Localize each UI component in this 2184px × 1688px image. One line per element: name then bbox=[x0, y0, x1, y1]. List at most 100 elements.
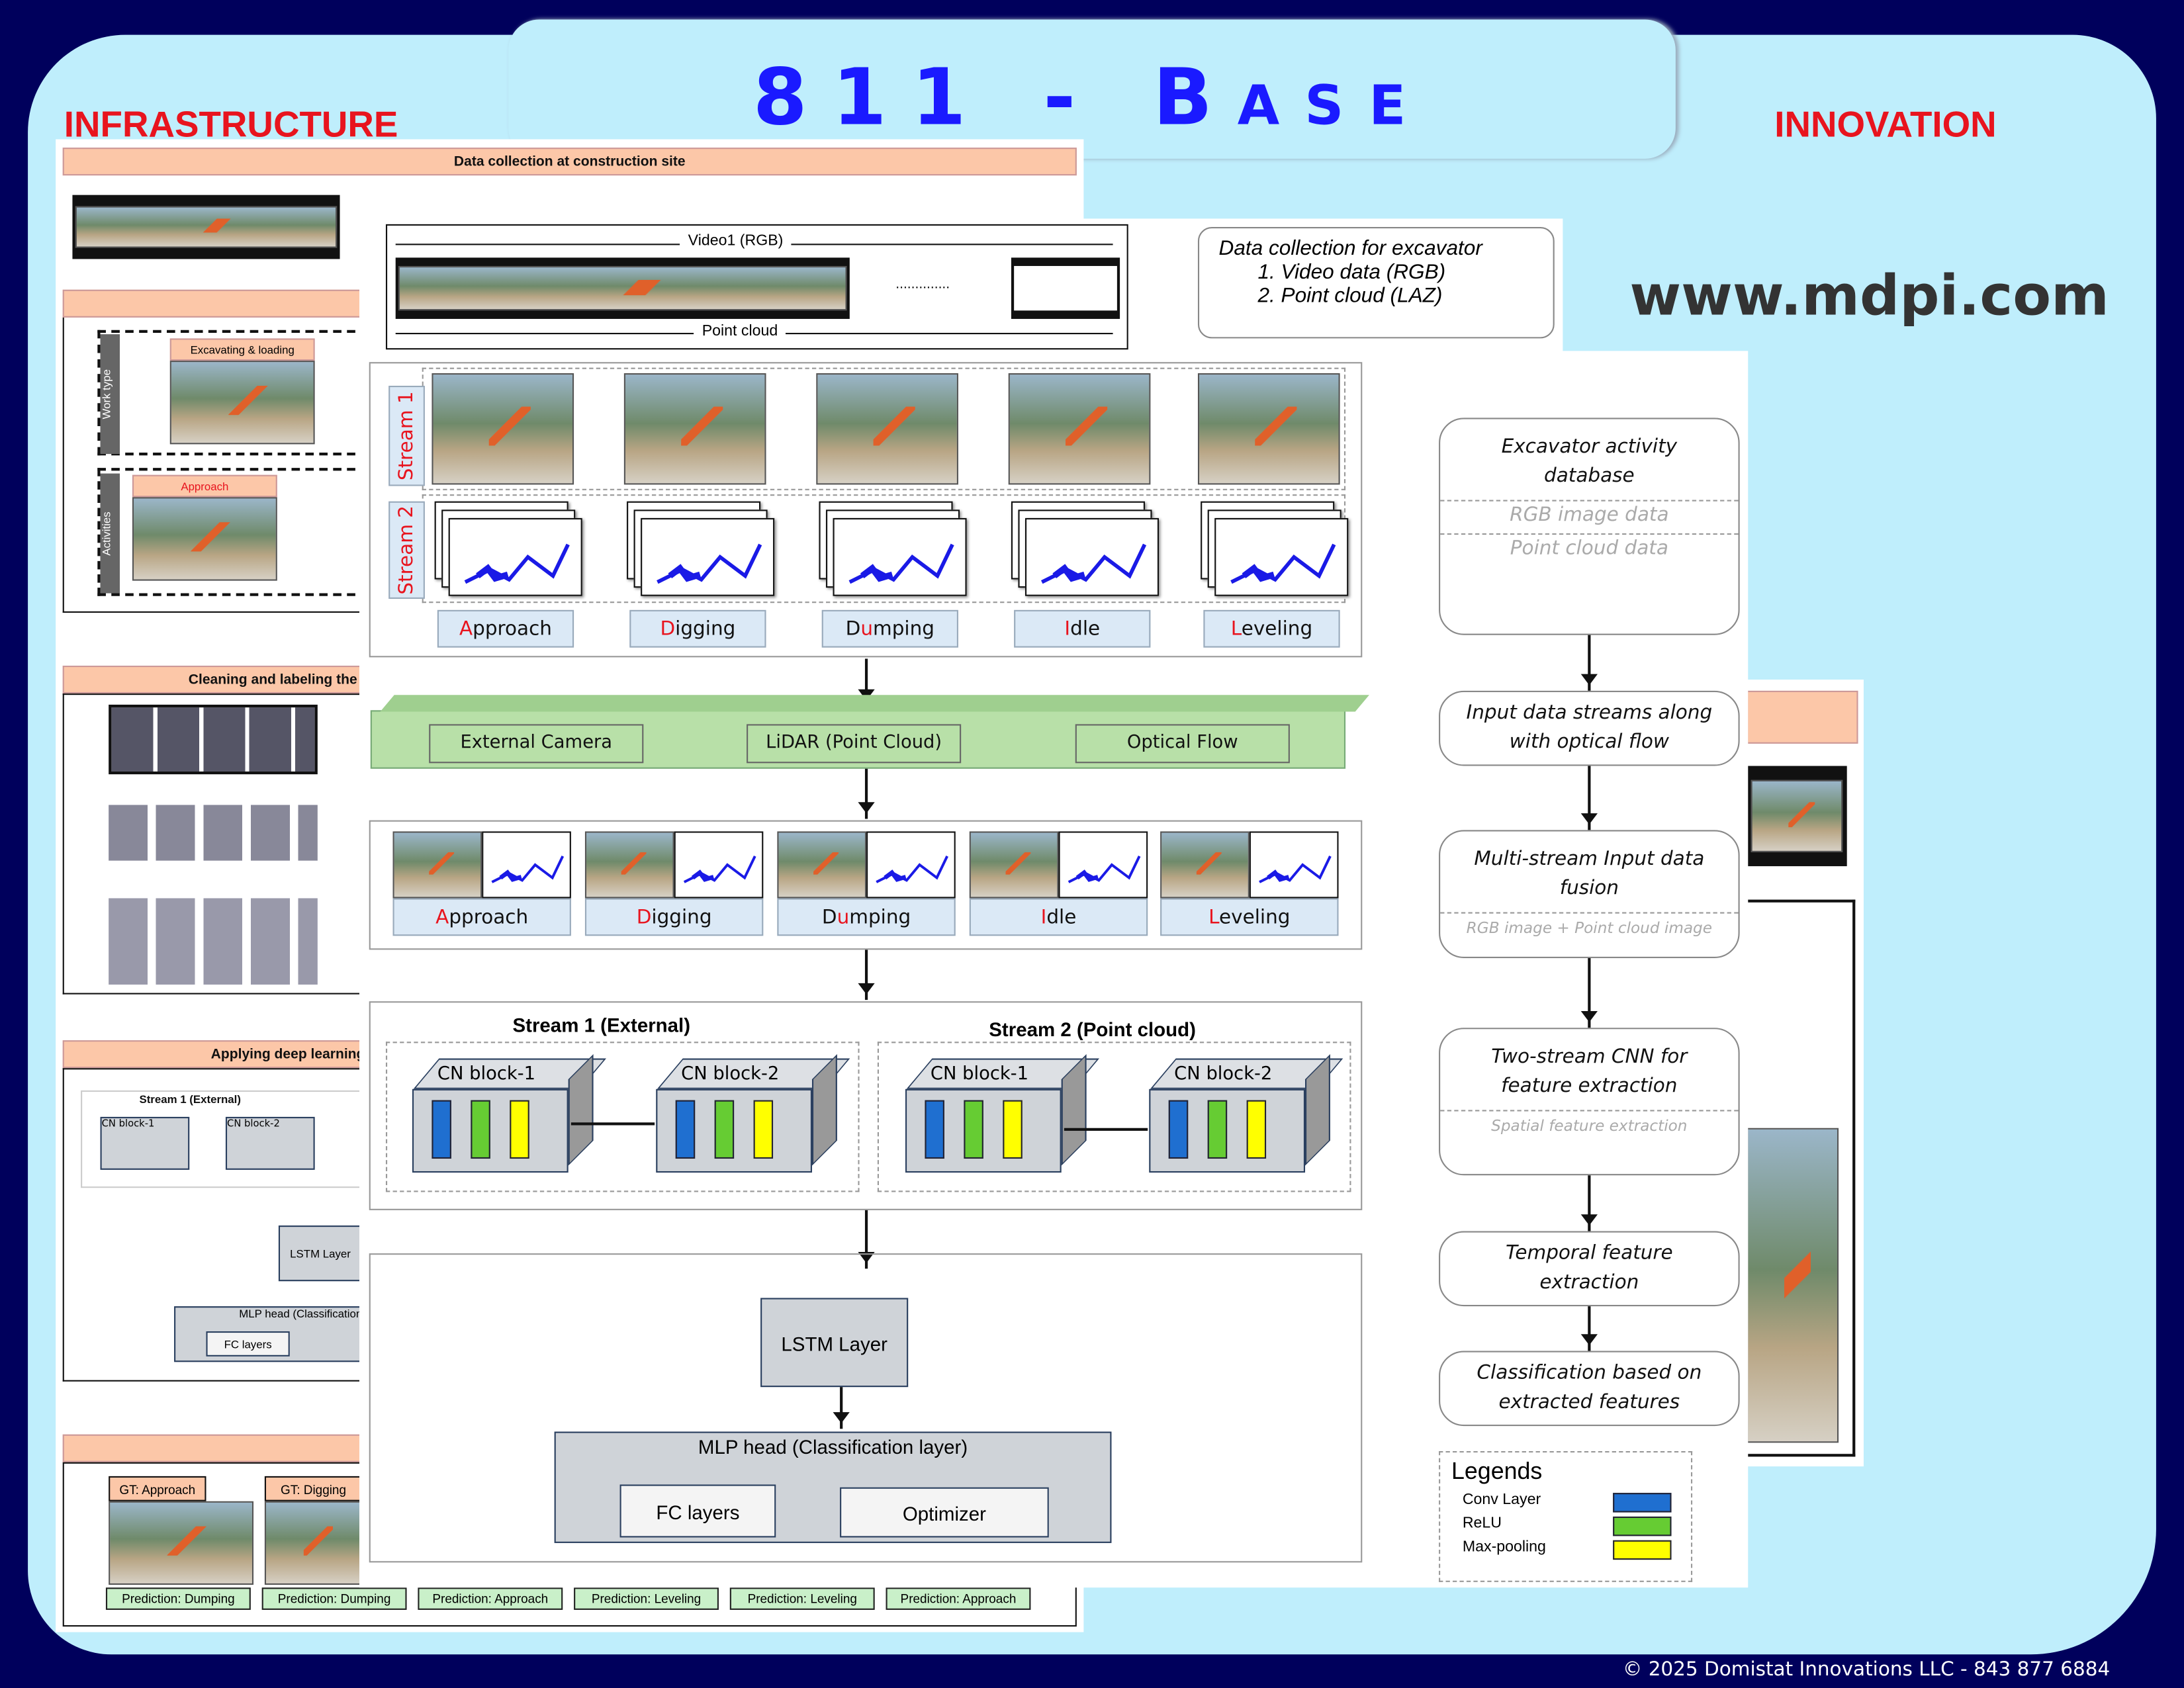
copyright: © 2025 Domistat Innovations LLC - 843 87… bbox=[1622, 1658, 2111, 1681]
flow-arrow bbox=[1580, 957, 1598, 1028]
legend-item: Max-pooling bbox=[1440, 1539, 1691, 1563]
prediction-label: Prediction: Dumping bbox=[105, 1587, 251, 1610]
flow-arrow bbox=[1580, 635, 1598, 691]
legend-item: Conv Layer bbox=[1440, 1491, 1691, 1515]
fc-layers: FC layers bbox=[206, 1331, 290, 1356]
section-title: Applying deep learning bbox=[62, 1040, 372, 1069]
flow-arrow bbox=[1580, 1175, 1598, 1231]
fc-layers: FC layers bbox=[619, 1484, 776, 1538]
connector-arrow bbox=[570, 1122, 655, 1126]
collection-item: 1. Video data (RGB) bbox=[1257, 260, 1446, 285]
prediction-label: Prediction: Approach bbox=[886, 1587, 1031, 1610]
conv-layer bbox=[675, 1100, 696, 1159]
point-cloud-frame bbox=[833, 517, 967, 596]
fused-rgb bbox=[969, 831, 1059, 899]
section-title: Cleaning and labeling the i bbox=[62, 665, 372, 694]
flow-arrow bbox=[858, 950, 875, 1000]
approach-label: Approach bbox=[132, 474, 277, 498]
cn-block: CN block-2 bbox=[225, 1116, 315, 1170]
activity-label-dmping: Dumping bbox=[821, 609, 958, 648]
legend-swatch bbox=[1613, 1493, 1672, 1513]
excavating-label: Excavating & loading bbox=[169, 338, 315, 361]
fused-label: Approach bbox=[392, 898, 571, 936]
fused-label: Leveling bbox=[1160, 898, 1339, 936]
stream1-title: Stream 1 (External) bbox=[512, 1014, 691, 1036]
gt-label: GT: Approach bbox=[109, 1476, 206, 1501]
max-pooling-layer bbox=[753, 1100, 774, 1159]
activity-label-digging: Digging bbox=[629, 609, 766, 648]
fused-rgb bbox=[1160, 831, 1250, 899]
data-collection-figure: Video1 (RGB) .............. Point cloud … bbox=[359, 218, 1563, 358]
activity-label-idle: Idle bbox=[1014, 609, 1151, 648]
flow-step: Classification based on extracted featur… bbox=[1439, 1351, 1740, 1427]
collection-title: Data collection for excavator bbox=[1218, 236, 1482, 261]
fused-point-cloud bbox=[482, 831, 571, 899]
title-tab bbox=[508, 19, 1676, 159]
video-label: Video1 (RGB) bbox=[680, 232, 792, 249]
website-link[interactable]: www.mdpi.com bbox=[1629, 264, 2109, 329]
prediction-label: Prediction: Leveling bbox=[729, 1587, 875, 1610]
flow-arrow bbox=[833, 1387, 850, 1429]
fused-label: Digging bbox=[584, 898, 764, 936]
fused-point-cloud bbox=[674, 831, 764, 899]
ellipsis: .............. bbox=[895, 277, 950, 292]
prediction-label: Prediction: Dumping bbox=[261, 1587, 407, 1610]
relu-layer bbox=[471, 1100, 490, 1159]
lstm-layer: LSTM Layer bbox=[278, 1225, 363, 1282]
flow-step-sub: Point cloud data bbox=[1440, 533, 1739, 564]
collection-item: 2. Point cloud (LAZ) bbox=[1257, 284, 1443, 308]
fused-label: Idle bbox=[969, 898, 1148, 936]
section-title: Data collection at construction site bbox=[62, 148, 1077, 176]
max-pooling-layer bbox=[1003, 1100, 1023, 1159]
fused-point-cloud bbox=[1058, 831, 1148, 899]
input-external-camera: External Camera bbox=[429, 724, 644, 764]
flow-step-sub: RGB image + Point cloud image bbox=[1440, 912, 1739, 943]
point-cloud-frame bbox=[448, 517, 582, 596]
fused-point-cloud bbox=[1249, 831, 1339, 899]
flow-step-sub: RGB image data bbox=[1440, 500, 1739, 531]
legend-item: ReLU bbox=[1440, 1515, 1691, 1539]
flow-step-title: Temporal feature extraction bbox=[1506, 1242, 1673, 1294]
optimizer: Optimizer bbox=[840, 1487, 1049, 1538]
connector-arrow bbox=[1064, 1128, 1148, 1131]
relu-layer bbox=[714, 1100, 735, 1159]
cn-block-label: CN block-2 bbox=[1174, 1063, 1273, 1085]
rgb-frame bbox=[816, 373, 958, 485]
stream2-title: Stream 2 (Point cloud) bbox=[989, 1018, 1196, 1041]
flow-step-title: Input data streams along with optical fl… bbox=[1466, 701, 1713, 754]
flow-arrow bbox=[1580, 1306, 1598, 1351]
collection-box: Data collection for excavator 1. Video d… bbox=[1197, 227, 1555, 339]
legend-label: Conv Layer bbox=[1462, 1491, 1541, 1509]
point-cloud-frame bbox=[1024, 517, 1160, 596]
flow-step: Input data streams along with optical fl… bbox=[1439, 690, 1740, 766]
cn-block-label: CN block-2 bbox=[681, 1063, 780, 1085]
stream1-label: Stream 1 bbox=[388, 385, 425, 486]
conv-layer bbox=[925, 1100, 944, 1159]
input-optical-flow: Optical Flow bbox=[1075, 724, 1290, 764]
cn-block-label: CN block-1 bbox=[930, 1063, 1029, 1085]
flow-step-title: Multi-stream Input data fusion bbox=[1474, 848, 1705, 900]
point-cloud-label: Point cloud bbox=[694, 323, 786, 340]
point-cloud-frame bbox=[1214, 517, 1349, 596]
flow-arrow bbox=[858, 768, 875, 819]
rgb-frame bbox=[1197, 373, 1340, 485]
legend-swatch bbox=[1613, 1540, 1672, 1560]
fused-rgb bbox=[584, 831, 674, 899]
partial-figure-right bbox=[1741, 680, 1864, 1467]
prediction-label: Prediction: Approach bbox=[418, 1587, 563, 1610]
stream1-label: Stream 1 (External) bbox=[139, 1093, 241, 1106]
gt-label: GT: Digging bbox=[264, 1476, 363, 1501]
max-pooling-layer bbox=[510, 1100, 529, 1159]
fused-label: Dumping bbox=[777, 898, 956, 936]
max-pooling-layer bbox=[1246, 1100, 1267, 1159]
point-cloud-frame bbox=[641, 517, 775, 596]
flow-step-sub: Spatial feature extraction bbox=[1440, 1110, 1739, 1140]
legend-label: ReLU bbox=[1462, 1515, 1502, 1533]
rgb-frame bbox=[623, 373, 766, 485]
relu-layer bbox=[1207, 1100, 1228, 1159]
cn-block-label: CN block-1 bbox=[437, 1063, 535, 1085]
